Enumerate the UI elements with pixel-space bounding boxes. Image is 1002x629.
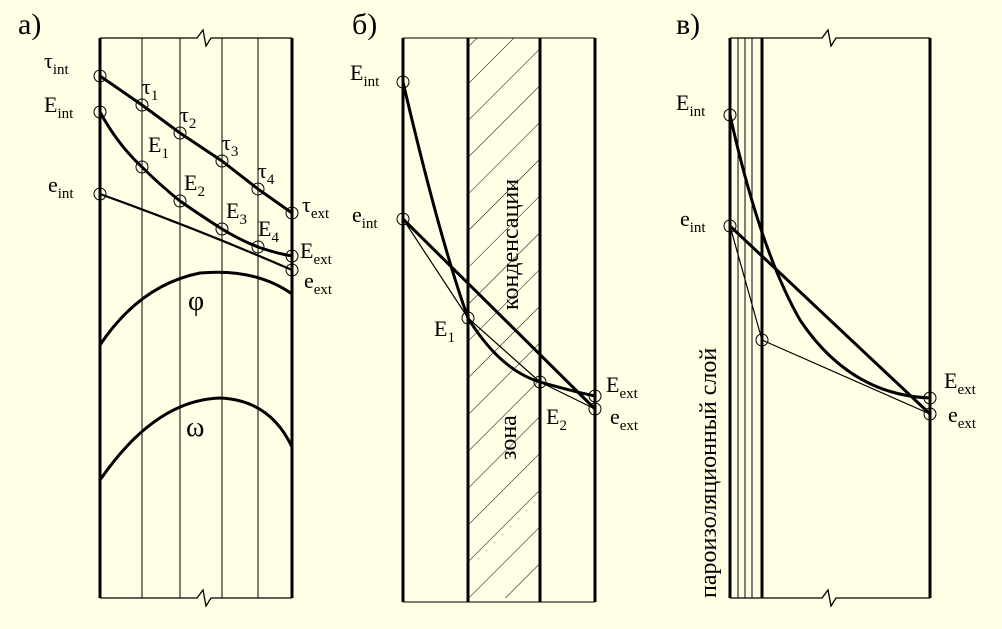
panel-c-label: в) bbox=[676, 8, 700, 41]
panel-a-point-e-int bbox=[93, 187, 107, 201]
panel-c-top-break bbox=[730, 28, 930, 48]
panel-b-point-e-int bbox=[396, 212, 410, 226]
panel-c-label-E-ext: Eext bbox=[944, 368, 977, 398]
panel-c-point-e-ext bbox=[923, 407, 937, 421]
panel-a-label-tau-int: τint bbox=[44, 48, 70, 78]
panel-b-point-E-1 bbox=[461, 311, 475, 325]
panel-a-label-E-2: E2 bbox=[184, 170, 205, 200]
panel-b-zone-bottom-text: зона bbox=[496, 415, 522, 460]
panel-a-label-E-1: E1 bbox=[148, 132, 169, 162]
panel-a-point-tau-2 bbox=[173, 126, 187, 140]
panel-b-label-e-int: eint bbox=[352, 202, 378, 232]
panel-a-point-tau-4 bbox=[251, 182, 265, 196]
panel-b-point-E-ext bbox=[588, 389, 602, 403]
panel-a-label-E-3: E3 bbox=[226, 198, 247, 228]
panel-b-point-E-2 bbox=[533, 375, 547, 389]
panel-c-label-e-ext: eext bbox=[948, 402, 977, 432]
panel-a-label-e-ext: eext bbox=[304, 268, 333, 298]
panel-a-point-tau-int bbox=[93, 69, 107, 83]
panel-a-label-tau-4: τ4 bbox=[258, 158, 275, 188]
panel-c-point-e-int bbox=[723, 219, 737, 233]
panel-a-omega-curve bbox=[98, 396, 294, 482]
panel-a-point-tau-3 bbox=[215, 154, 229, 168]
panel-a-phi-curve bbox=[98, 270, 294, 347]
panel-c-E-curve bbox=[728, 113, 932, 400]
panel-a-label-E-int: Eint bbox=[44, 92, 74, 122]
panel-a-label-tau-3: τ3 bbox=[222, 130, 238, 160]
panel-a-point-E-int bbox=[93, 105, 107, 119]
panel-b-label-E-2: E2 bbox=[546, 404, 567, 434]
panel-a-point-tau-1 bbox=[135, 98, 149, 112]
panel-a-label-tau-2: τ2 bbox=[180, 102, 196, 132]
panel-c-vapor-layer-text: пароизоляционный слой bbox=[696, 348, 722, 598]
panel-a-label-E-ext: Eext bbox=[300, 238, 333, 268]
panel-a-tau-line bbox=[98, 74, 294, 215]
panel-c-label-E-int: Eint bbox=[676, 90, 706, 120]
panel-a-point-E-ext bbox=[285, 249, 299, 263]
panel-a-label-tau-1: τ1 bbox=[142, 74, 158, 104]
panel-b-e-line bbox=[401, 217, 597, 411]
panel-a-point-E-2 bbox=[173, 194, 187, 208]
panel-c-thin-line bbox=[729, 225, 931, 415]
panel-a-label: а) bbox=[18, 8, 41, 41]
panel-a-phi-label: φ bbox=[188, 286, 204, 317]
panel-b-tangent-line bbox=[402, 218, 596, 410]
panel-b-label-E-ext: Eext bbox=[606, 372, 639, 402]
panel-a-E-curve bbox=[98, 110, 294, 258]
panel-b-point-E-int bbox=[396, 75, 410, 89]
panel-a-omega-label: ω bbox=[186, 412, 204, 443]
panel-c-point-E-int bbox=[723, 108, 737, 122]
panel-a-point-E-3 bbox=[215, 222, 229, 236]
panel-c-point-vapor bbox=[755, 333, 769, 347]
panel-c-label-e-int: eint bbox=[680, 206, 706, 236]
panel-c-point-E-ext bbox=[923, 391, 937, 405]
panel-a-label-tau-ext: τext bbox=[302, 192, 330, 222]
panel-a: а) τint bbox=[18, 8, 333, 608]
panel-a-label-e-int: eint bbox=[48, 172, 74, 202]
panel-a-label-E-4: E4 bbox=[258, 216, 279, 246]
panel-c: в) Eint eint Eext eext пароизоляционный … bbox=[676, 8, 977, 608]
panel-b: б) Eint eint E1 E2 Eext eext конденсации… bbox=[350, 8, 639, 603]
panel-a-point-E-4 bbox=[251, 240, 265, 254]
panel-a-point-e-ext bbox=[285, 263, 299, 277]
panel-a-point-tau-ext bbox=[285, 206, 299, 220]
panel-b-zone-top-text: конденсации bbox=[498, 179, 524, 310]
panel-b-label-E-int: Eint bbox=[350, 60, 380, 90]
panel-a-point-E-1 bbox=[135, 160, 149, 174]
panel-c-bottom-break bbox=[730, 588, 930, 608]
panel-a-bottom-break bbox=[100, 588, 292, 608]
panel-b-E-curve bbox=[401, 80, 597, 398]
panel-c-e-line bbox=[728, 224, 932, 416]
panel-b-point-e-ext bbox=[588, 402, 602, 416]
panel-b-label: б) bbox=[352, 8, 377, 41]
panel-b-label-E-1: E1 bbox=[434, 316, 455, 346]
panel-b-label-e-ext: eext bbox=[610, 404, 639, 434]
panel-a-top-break bbox=[100, 28, 292, 48]
panel-a-e-line bbox=[98, 192, 294, 272]
